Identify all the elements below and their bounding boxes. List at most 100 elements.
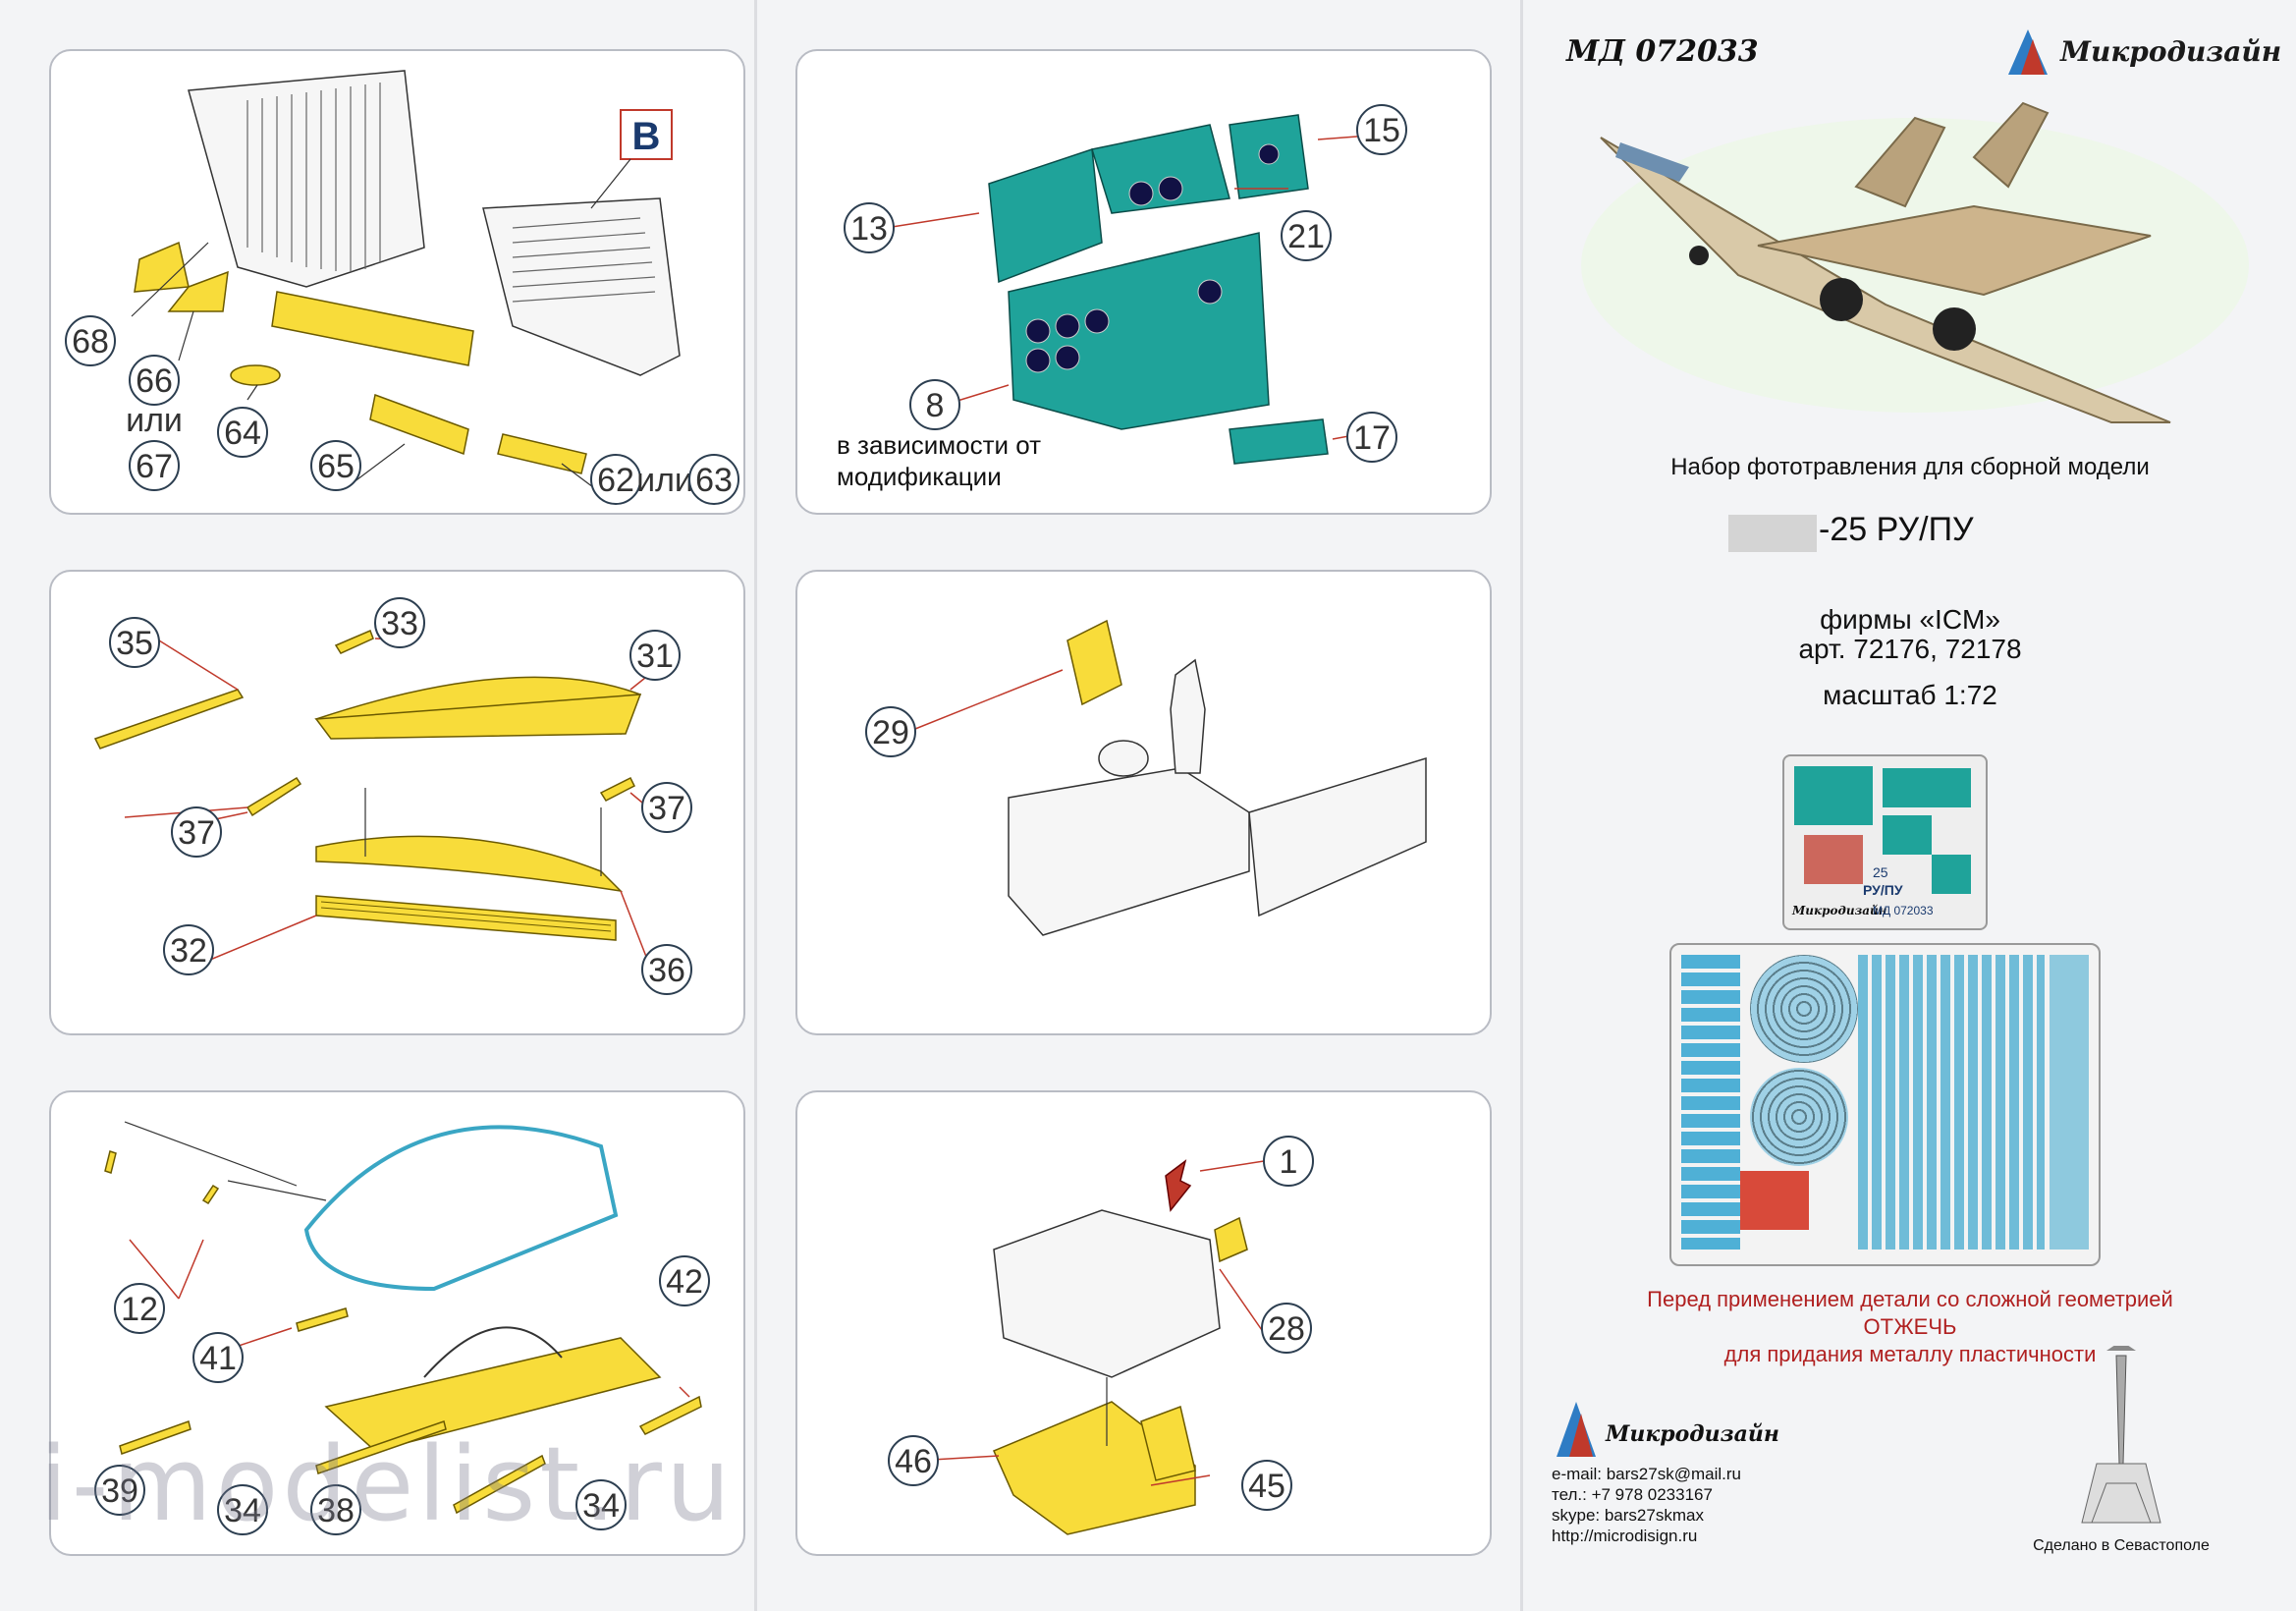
label-37-left: 37 [171, 806, 222, 858]
panel-step-6: 1 28 46 45 [795, 1090, 1492, 1556]
contact-skype: skype: bars27skmax [1552, 1506, 1704, 1525]
part-34-left [315, 1420, 447, 1474]
fret-small-brand: Микродизайн [1792, 904, 1887, 917]
panel-step-5: 12 41 42 39 34 38 34 [49, 1090, 745, 1556]
svg-text:34: 34 [582, 1487, 620, 1525]
part-37-right [599, 776, 636, 802]
panel-step-3: 35 33 31 37 37 32 36 [49, 570, 745, 1035]
or-text-1: или [126, 402, 183, 439]
brand-logo-icon [2008, 29, 2048, 75]
seat-tub-side [1248, 756, 1427, 917]
made-in-text: Сделано в Севастополе [2033, 1537, 2210, 1554]
label-36: 36 [641, 944, 692, 995]
part-36 [315, 835, 624, 893]
part-68 [134, 241, 190, 293]
part-12-b [201, 1184, 220, 1205]
fold-line-right [1520, 0, 1523, 1611]
label-34-left: 34 [217, 1484, 268, 1535]
cockpit-side-console [482, 197, 681, 376]
svg-text:67: 67 [136, 448, 173, 485]
label-37-right: 37 [641, 782, 692, 833]
panel-5-drawing: 12 41 42 39 34 38 34 [94, 1121, 710, 1535]
label-33: 33 [374, 597, 425, 648]
label-15: 15 [1356, 104, 1407, 155]
warning-line-1: Перед применением детали со сложной геом… [1647, 1287, 2173, 1311]
label-46: 46 [888, 1435, 939, 1486]
label-41: 41 [192, 1332, 244, 1383]
svg-text:39: 39 [101, 1472, 138, 1510]
label-66: 66 [129, 355, 180, 406]
seat-cushion [1098, 740, 1149, 777]
label-29: 29 [865, 706, 916, 757]
warning-line-2: ОТЖЕЧЬ [1863, 1314, 1957, 1339]
part-63 [497, 433, 587, 474]
model-name-redaction [1728, 515, 1817, 552]
label-13: 13 [844, 202, 895, 253]
aircraft-illustration [1581, 101, 2249, 423]
svg-text:62: 62 [597, 462, 634, 499]
brand-logo-bottom: Микродизайн [1552, 1400, 1807, 1459]
part-42 [638, 1395, 702, 1435]
svg-text:35: 35 [116, 625, 153, 662]
svg-text:32: 32 [170, 932, 207, 970]
canopy [303, 1125, 619, 1292]
label-62: 62 [590, 454, 641, 505]
svg-text:37: 37 [178, 814, 215, 852]
svg-text:34: 34 [224, 1492, 261, 1529]
fret-small-number: 25 [1873, 864, 1888, 880]
contact-block: e-mail: bars27sk@mail.ru тел.: +7 978 02… [1552, 1464, 1741, 1546]
svg-text:63: 63 [695, 462, 733, 499]
label-64: 64 [217, 407, 268, 458]
svg-text:33: 33 [381, 605, 418, 642]
svg-text:1: 1 [1280, 1143, 1298, 1181]
label-67: 67 [129, 440, 180, 491]
sevastopol-monument-icon [2081, 1346, 2161, 1524]
photoetch-fret-large [1669, 943, 2101, 1266]
part-29 [1066, 619, 1122, 706]
fret-small-article: МД 072033 [1873, 904, 1934, 917]
label-34-right: 34 [575, 1479, 627, 1530]
fret-small-label: РУ/ПУ [1863, 882, 1903, 898]
brand-name-bottom: Микродизайн [1606, 1421, 1779, 1447]
section-letter-box [620, 109, 673, 160]
canopy-frame [324, 1337, 662, 1452]
svg-text:36: 36 [648, 952, 685, 989]
title-line: Набор фототравления для сборной модели [1670, 454, 2150, 480]
watermark-text: i-modelist.ru [39, 1424, 735, 1544]
part-32 [315, 895, 617, 941]
part-62 [271, 291, 474, 366]
part-38 [453, 1454, 546, 1515]
control-stick [1170, 658, 1206, 774]
svg-text:29: 29 [872, 714, 909, 751]
part-12-a [104, 1150, 117, 1174]
svg-text:15: 15 [1363, 112, 1400, 149]
svg-text:42: 42 [666, 1263, 703, 1301]
svg-text:46: 46 [895, 1443, 932, 1480]
panel-step-2: 13 21 15 8 17 в зависимости от модификац… [795, 49, 1492, 515]
part-33 [334, 630, 374, 654]
svg-text:64: 64 [224, 415, 261, 452]
contact-phone: тел.: +7 978 0233167 [1552, 1485, 1713, 1504]
brand-name-top: Микродизайн [2060, 35, 2282, 68]
model-name-row: -25 РУ/ПУ [1728, 511, 2102, 556]
svg-text:45: 45 [1248, 1468, 1285, 1505]
part-35 [93, 689, 245, 750]
fold-line-left [754, 0, 757, 1611]
panel-2-drawing: 13 21 15 8 17 [844, 104, 1407, 465]
svg-text:41: 41 [199, 1340, 237, 1377]
part-66 [167, 270, 229, 312]
part-17 [1229, 418, 1329, 465]
svg-text:8: 8 [926, 387, 945, 424]
model-name: -25 РУ/ПУ [1819, 511, 1974, 548]
label-21: 21 [1281, 210, 1332, 261]
label-63: 63 [688, 454, 739, 505]
svg-text:12: 12 [121, 1291, 158, 1328]
panel-6-drawing: 1 28 46 45 [888, 1136, 1314, 1535]
label-8: 8 [909, 379, 960, 430]
panel-step-1: B 68 66 или 67 64 65 62 или 63 [49, 49, 745, 515]
label-1: 1 [1263, 1136, 1314, 1187]
part-28 [1214, 1216, 1248, 1263]
note-line-2: модификации [837, 462, 1002, 491]
label-45: 45 [1241, 1460, 1292, 1511]
scale: масштаб 1:72 [1823, 680, 1997, 710]
